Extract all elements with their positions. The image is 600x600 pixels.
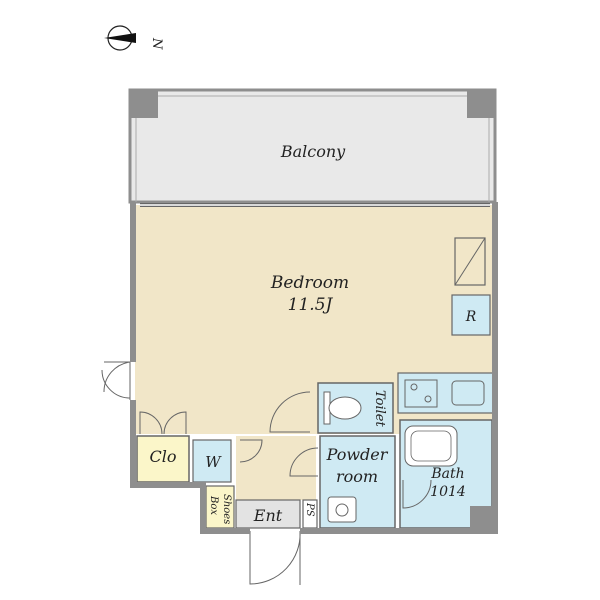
kitchen-counter bbox=[397, 372, 494, 414]
shoes-box-cabinet bbox=[205, 485, 235, 529]
pipe-space-label: PS bbox=[304, 502, 315, 517]
washbasin-icon bbox=[327, 496, 357, 523]
toilet-label: Toilet bbox=[372, 390, 387, 427]
wall-corner-bottom-right bbox=[470, 506, 498, 534]
compass-label: N bbox=[149, 37, 164, 50]
shoes-box: Shoes Box bbox=[205, 485, 235, 529]
washer-label: W bbox=[205, 453, 222, 471]
refrigerator bbox=[451, 294, 491, 336]
shoes-box-label-line2: Box bbox=[208, 495, 219, 515]
bedroom-label: Bedroom bbox=[270, 273, 349, 293]
bedroom: Bedroom 11.5J R bbox=[135, 203, 493, 434]
refrigerator-label: R bbox=[465, 309, 477, 325]
compass: N bbox=[104, 25, 164, 51]
balcony-column-right bbox=[467, 90, 495, 118]
toilet-bowl-icon bbox=[328, 396, 362, 420]
washer-door-swing bbox=[239, 439, 263, 463]
sink-icon bbox=[451, 380, 485, 406]
washbasin-drain-icon bbox=[335, 503, 349, 517]
storage-cabinet bbox=[454, 237, 486, 286]
hallway bbox=[236, 391, 319, 500]
washer-space bbox=[192, 439, 232, 483]
exterior-walls bbox=[130, 202, 498, 534]
powder-room-label-line1: Powder bbox=[326, 445, 389, 464]
balcony-column-left bbox=[130, 90, 158, 118]
wall-left-lower bbox=[130, 400, 136, 486]
toilet-room: Toilet bbox=[317, 382, 394, 434]
entrance-floor bbox=[235, 499, 301, 529]
bath-door-swing bbox=[402, 479, 432, 509]
wall-bottom-right bbox=[300, 528, 498, 534]
closet-door-swing-right bbox=[163, 411, 187, 435]
entrance-label: Ent bbox=[253, 506, 283, 525]
closet-label: Clo bbox=[150, 447, 177, 466]
shoes-box-label-line1: Shoes bbox=[221, 494, 232, 524]
balcony: Balcony bbox=[128, 88, 497, 204]
side-door-arc bbox=[101, 369, 131, 399]
closet: Clo bbox=[136, 411, 190, 483]
wall-right bbox=[492, 202, 498, 532]
wall-bottom-mid bbox=[200, 528, 250, 534]
stove-icon bbox=[404, 379, 438, 408]
pipe-space: PS bbox=[302, 499, 318, 529]
powder-room-label-line2: room bbox=[336, 467, 378, 486]
bathtub-inner-icon bbox=[410, 430, 452, 462]
wall-left bbox=[130, 202, 136, 362]
powder-room-door-swing bbox=[289, 447, 319, 477]
bath-label-line2: 1014 bbox=[430, 484, 466, 500]
entrance-door-swing bbox=[249, 530, 301, 585]
north-arrow-icon bbox=[104, 33, 136, 43]
closet-door-swing-left bbox=[139, 411, 163, 435]
bedroom-size: 11.5J bbox=[288, 295, 334, 315]
hallway-floor bbox=[236, 436, 316, 500]
closet-floor bbox=[136, 435, 190, 483]
balcony-floor bbox=[128, 88, 497, 204]
bathtub-icon bbox=[404, 425, 458, 467]
balcony-label: Balcony bbox=[280, 142, 346, 161]
entrance: Ent bbox=[235, 499, 301, 585]
burner-icon bbox=[410, 383, 418, 391]
bedroom-door-swing bbox=[269, 391, 311, 433]
washer-area: W bbox=[192, 439, 232, 483]
storage-cabinet-diagonal bbox=[454, 237, 486, 286]
wall-corner-shoe bbox=[200, 482, 206, 534]
wall-bottom-left bbox=[130, 482, 206, 488]
side-door-swing bbox=[103, 361, 131, 400]
bath-label-line1: Bath bbox=[430, 466, 464, 482]
burner-icon bbox=[424, 395, 432, 403]
powder-room: Powder room bbox=[319, 435, 396, 529]
